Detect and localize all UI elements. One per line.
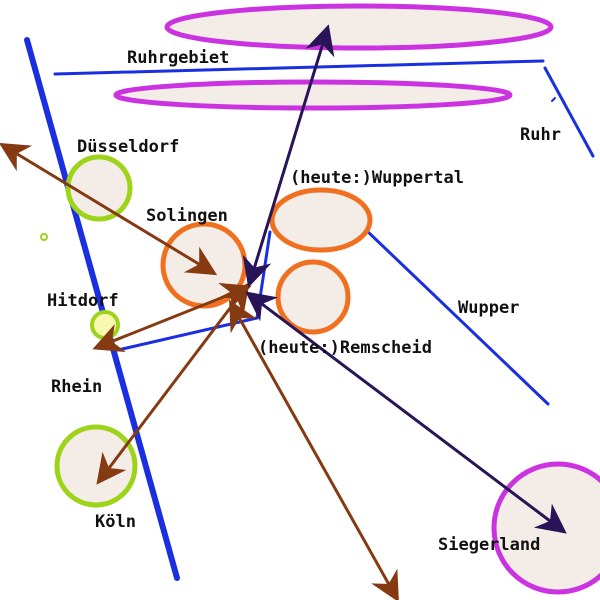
label-wupper: Wupper (458, 298, 519, 318)
label-ruhr: Ruhr (520, 125, 561, 145)
arrow-hub-to-koeln (96, 282, 250, 485)
arrow-hub-to-duesseldorf (0, 142, 218, 276)
ruhrgebiet-area-lower (113, 79, 513, 111)
arrow-hub-to-siegerland (245, 291, 567, 534)
siegerland-area (491, 461, 600, 595)
river-wupper-lower (116, 316, 259, 352)
small-marker-dot (40, 233, 48, 241)
koeln-area (54, 424, 138, 508)
label-wuppertal: (heute:)Wuppertal (290, 168, 464, 188)
labels: Ruhrgebiet Ruhr Düsseldorf (heute:)Wuppe… (47, 48, 561, 555)
label-koeln: Köln (95, 512, 136, 532)
label-hitdorf: Hitdorf (47, 291, 119, 311)
arrows (0, 24, 567, 600)
hitdorf-area (90, 310, 120, 340)
river-tick (551, 97, 556, 102)
label-siegerland: Siegerland (438, 535, 540, 555)
river-ruhr-east (543, 66, 595, 158)
label-remscheid: (heute:)Remscheid (258, 338, 432, 358)
river-wupper (364, 228, 550, 406)
duesseldorf-area (65, 154, 133, 222)
label-duesseldorf: Düsseldorf (77, 137, 179, 157)
label-solingen: Solingen (146, 206, 228, 226)
ruhrgebiet-area-upper (164, 3, 554, 51)
label-rhein: Rhein (51, 377, 102, 397)
remscheid-area (275, 259, 351, 335)
arrow-hub-to-ruhrgebiet (242, 24, 335, 288)
wuppertal-area (269, 187, 373, 253)
label-ruhrgebiet: Ruhrgebiet (127, 48, 229, 68)
